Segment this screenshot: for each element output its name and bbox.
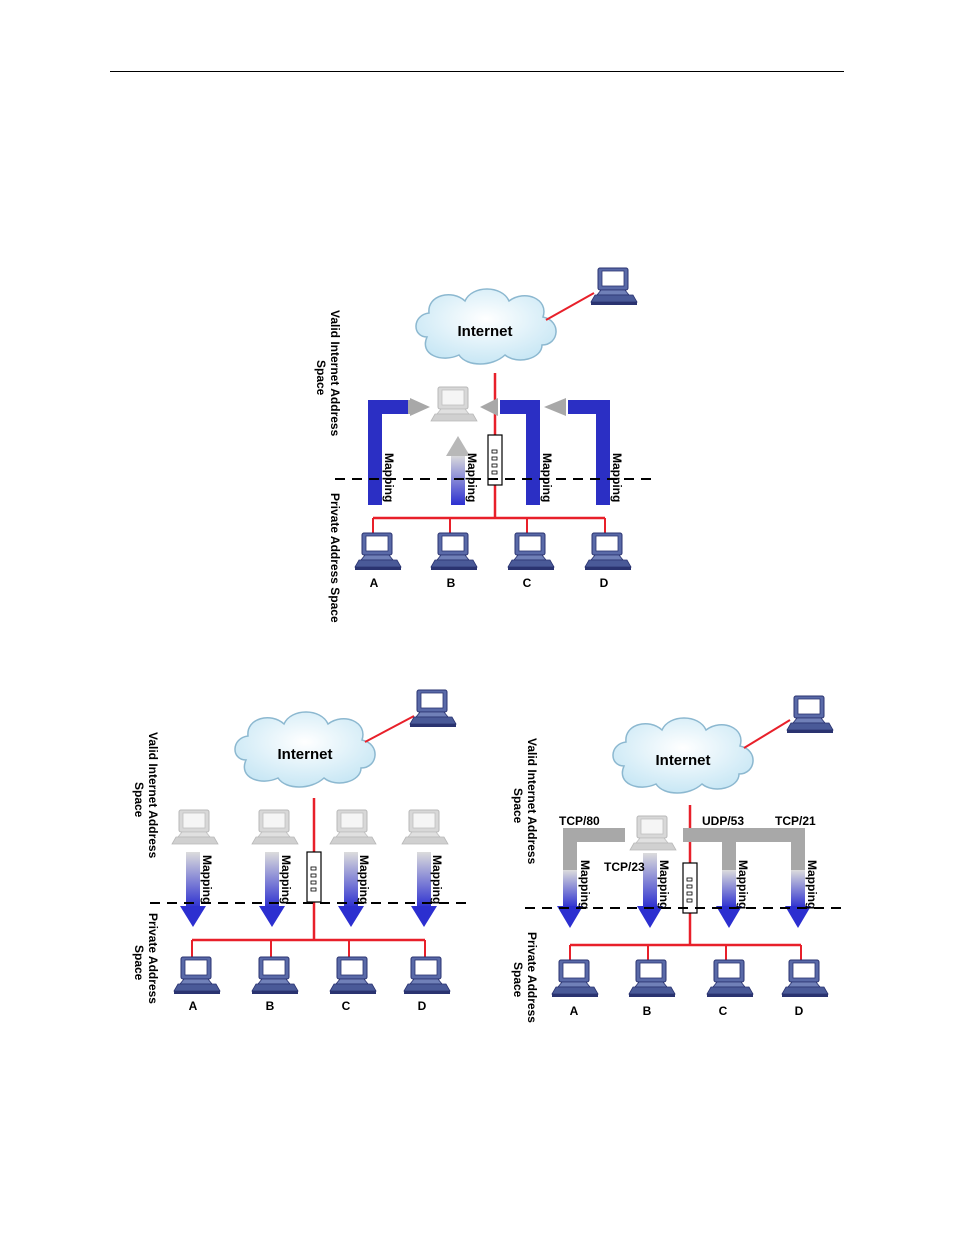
diagram-2: Internet Mapping Mapping Mapping Mapping [132, 689, 470, 1013]
internet-label: Internet [277, 746, 332, 763]
internet-label: Internet [655, 752, 710, 769]
mapping-arrow-a [410, 398, 430, 416]
mapping-bar-d [568, 400, 610, 505]
valid-space-label-2: Space [132, 782, 146, 818]
host-d-label: D [600, 576, 609, 590]
valid-space-label-2: Space [511, 788, 525, 824]
mapping-arrow-d [544, 398, 566, 416]
host-b-label: B [266, 999, 275, 1013]
diagram-1: Internet Mapping Mapping Mapping Mapping… [314, 267, 652, 623]
host-c-computer-icon [507, 532, 555, 571]
port-label-tcp23: TCP/23 [604, 860, 645, 874]
public-address-computer-icon [629, 815, 677, 851]
mapping-label-b: Mapping [657, 860, 671, 909]
mapping-label-a: Mapping [578, 860, 592, 909]
host-c-label: C [719, 1004, 728, 1018]
public-computer-d-icon [401, 809, 449, 845]
port-label-tcp80: TCP/80 [559, 814, 600, 828]
host-c-computer-icon [329, 956, 377, 995]
valid-space-label: Valid Internet Address [146, 732, 160, 859]
valid-space-label: Valid Internet Address [525, 738, 539, 865]
mapping-label-b: Mapping [465, 453, 479, 502]
host-d-computer-icon [403, 956, 451, 995]
remote-computer-icon [786, 695, 834, 734]
private-space-label: Private Address [146, 913, 160, 1004]
host-d-computer-icon [584, 532, 632, 571]
mapping-arrow-b [259, 852, 285, 927]
mapping-label-a: Mapping [382, 453, 396, 502]
private-space-label-2: Space [132, 945, 146, 981]
router-icon [682, 862, 698, 914]
public-address-computer-icon [430, 386, 478, 422]
remote-link [364, 715, 415, 743]
mapping-arrow-d [785, 906, 811, 928]
public-computer-c-icon [329, 809, 377, 845]
host-b-label: B [447, 576, 456, 590]
host-b-computer-icon [251, 956, 299, 995]
remote-link [743, 719, 791, 749]
valid-space-label-2: Space [314, 360, 328, 396]
host-d-label: D [418, 999, 427, 1013]
mapping-label-b: Mapping [279, 855, 293, 904]
mapping-arrow-b [637, 906, 663, 928]
host-b-computer-icon [628, 959, 676, 998]
mapping-arrow-a [557, 906, 583, 928]
mapping-bar-b [643, 853, 657, 908]
host-c-label: C [342, 999, 351, 1013]
mapping-arrow-b [446, 436, 470, 456]
host-a-computer-icon [173, 956, 221, 995]
mapping-label-c: Mapping [736, 860, 750, 909]
mapping-arrow-c [480, 398, 498, 416]
mapping-arrow-c [338, 852, 364, 927]
host-b-label: B [643, 1004, 652, 1018]
port-label-udp53: UDP/53 [702, 814, 744, 828]
private-space-label: Private Address [525, 932, 539, 1023]
mapping-label-d: Mapping [805, 860, 819, 909]
router-icon [306, 851, 322, 903]
header-rule [110, 71, 844, 72]
internet-label: Internet [457, 323, 512, 340]
private-space-label: Private Address Space [328, 493, 342, 623]
host-d-computer-icon [781, 959, 829, 998]
private-space-label-2: Space [511, 962, 525, 998]
host-d-label: D [795, 1004, 804, 1018]
mapping-arrow-d [411, 852, 437, 927]
host-c-label: C [523, 576, 532, 590]
mapping-label-c: Mapping [540, 453, 554, 502]
mapping-arrow-a [180, 852, 206, 927]
host-b-computer-icon [430, 532, 478, 571]
port-label-tcp21: TCP/21 [775, 814, 816, 828]
public-computer-a-icon [171, 809, 219, 845]
mapping-label-d: Mapping [610, 453, 624, 502]
host-c-computer-icon [706, 959, 754, 998]
host-a-label: A [570, 1004, 579, 1018]
host-a-computer-icon [354, 532, 402, 571]
router-icon [487, 434, 503, 486]
mapping-label-d: Mapping [430, 855, 444, 904]
host-a-label: A [370, 576, 379, 590]
host-a-computer-icon [551, 959, 599, 998]
mapping-label-a: Mapping [200, 855, 214, 904]
remote-link [545, 292, 595, 321]
public-computer-b-icon [251, 809, 299, 845]
host-a-label: A [189, 999, 198, 1013]
mapping-arrow-c [716, 906, 742, 928]
mapping-bar-c [500, 400, 540, 505]
diagram-3: Internet TCP/80 TCP/23 UDP/53 TCP/21 Map… [511, 695, 848, 1023]
remote-computer-icon [409, 689, 457, 728]
valid-space-label: Valid Internet Address [328, 310, 342, 437]
remote-computer-icon [590, 267, 638, 306]
mapping-label-c: Mapping [357, 855, 371, 904]
